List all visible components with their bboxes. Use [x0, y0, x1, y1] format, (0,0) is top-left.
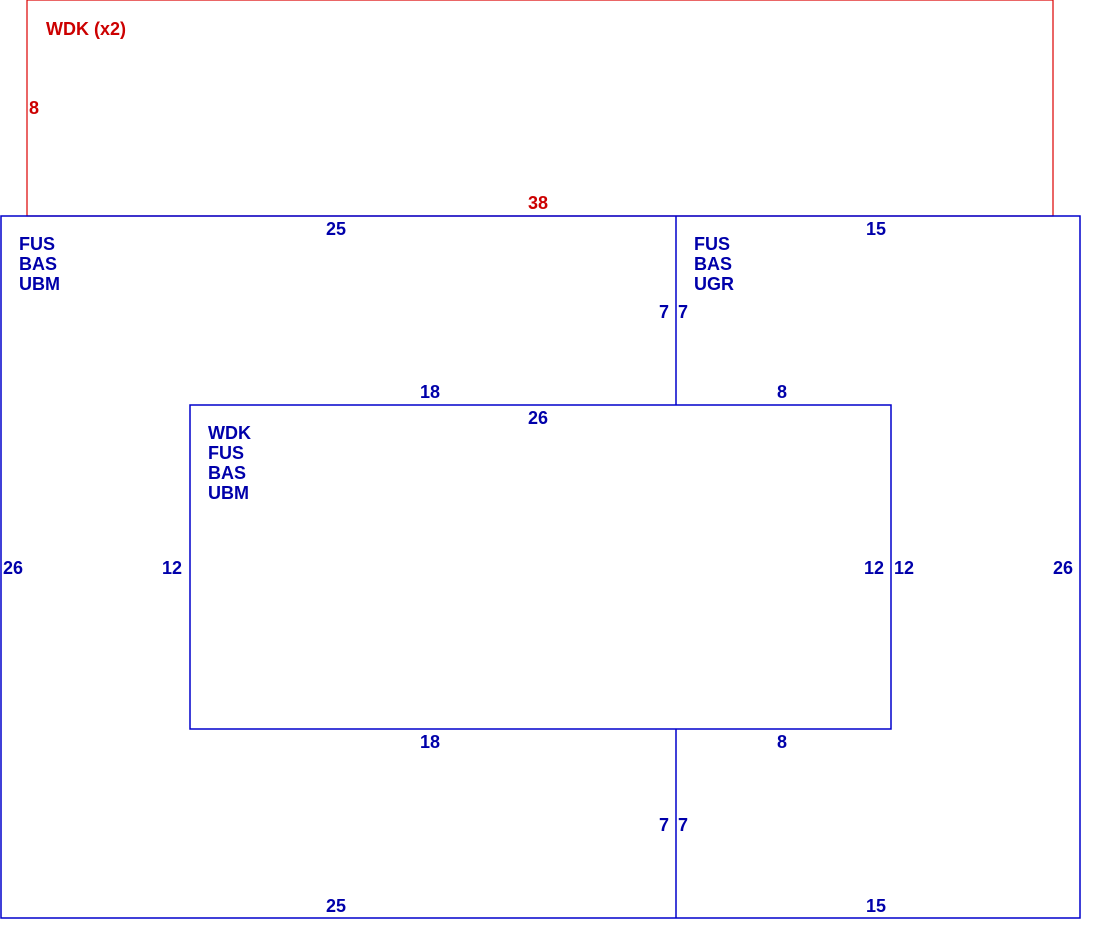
inner-rect-dim-right-outside: 12 — [894, 558, 914, 578]
outer-boundary-rect — [0, 215, 1081, 919]
inner-rect-label-3: BAS — [208, 463, 246, 483]
left-room-label-2: BAS — [19, 254, 57, 274]
right-room-label-2: BAS — [694, 254, 732, 274]
inner-rect-dim-top: 26 — [528, 408, 548, 428]
inner-rect-dim-top-left-outside: 18 — [420, 382, 440, 402]
inner-rect-dim-left-outside: 12 — [162, 558, 182, 578]
left-room-dim-right-bottom: 7 — [659, 815, 669, 835]
left-room-dim-right-top: 7 — [659, 302, 669, 322]
right-room-dim-right: 26 — [1053, 558, 1073, 578]
left-room-dim-left: 26 — [3, 558, 23, 578]
right-room-dim-left-bottom: 7 — [678, 815, 688, 835]
inner-rect-dim-bottom-left-outside: 18 — [420, 732, 440, 752]
wdk-dim-left: 8 — [29, 98, 39, 118]
inner-rect-label-4: UBM — [208, 483, 249, 503]
right-room-label-3: UGR — [694, 274, 734, 294]
inner-rect-label-2: FUS — [208, 443, 244, 463]
inner-rect-dim-bottom-right-outside: 8 — [777, 732, 787, 752]
inner-rect-dim-right-inside: 12 — [864, 558, 884, 578]
inner-rect — [189, 404, 892, 730]
left-room-label-1: FUS — [19, 234, 55, 254]
right-room-label-1: FUS — [694, 234, 730, 254]
wdk-outline-rect — [26, 0, 1054, 217]
wdk-label: WDK (x2) — [46, 19, 126, 39]
wdk-dim-bottom: 38 — [528, 193, 548, 213]
right-room-dim-bottom: 15 — [866, 896, 886, 916]
left-room-dim-bottom: 25 — [326, 896, 346, 916]
right-room-dim-left-top: 7 — [678, 302, 688, 322]
left-room-dim-top: 25 — [326, 219, 346, 239]
left-room-label-3: UBM — [19, 274, 60, 294]
inner-rect-label-1: WDK — [208, 423, 251, 443]
inner-rect-dim-top-right-outside: 8 — [777, 382, 787, 402]
right-room-dim-top: 15 — [866, 219, 886, 239]
